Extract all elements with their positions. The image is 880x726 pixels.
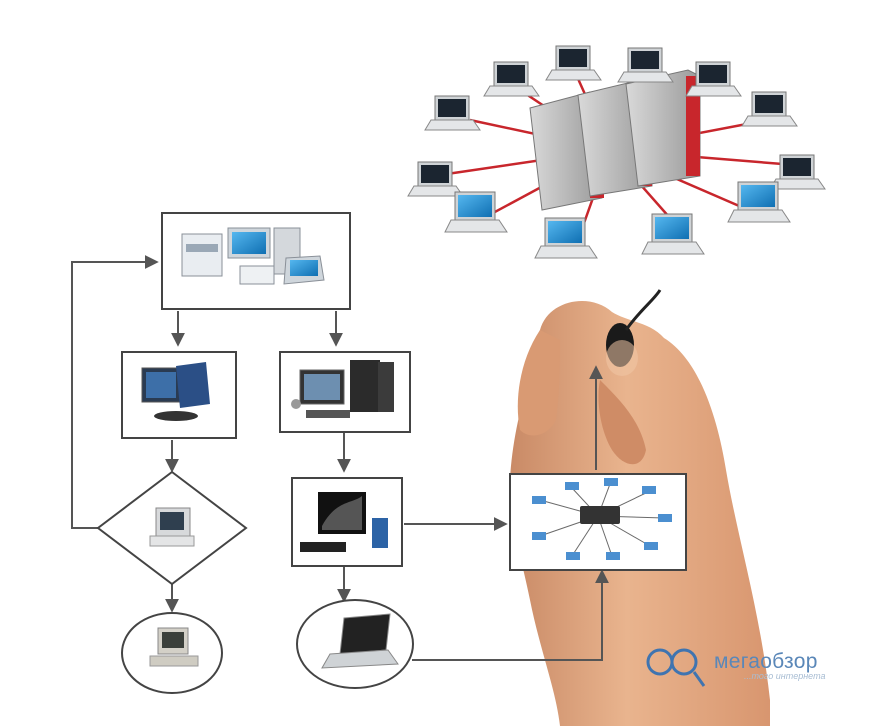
top-box — [162, 213, 350, 309]
retro-computer-icon — [150, 508, 194, 546]
decision-diamond — [98, 472, 246, 584]
watermark: мегаобзор ...того интернета — [646, 648, 856, 688]
left-circle — [122, 613, 222, 693]
server-network-icon — [408, 46, 825, 258]
right-box — [280, 352, 410, 432]
mid-right-box — [292, 478, 402, 566]
left-box — [122, 352, 236, 438]
hub-box — [510, 474, 686, 570]
right-circle — [297, 600, 413, 688]
watermark-tagline: ...того интернета — [744, 671, 825, 681]
